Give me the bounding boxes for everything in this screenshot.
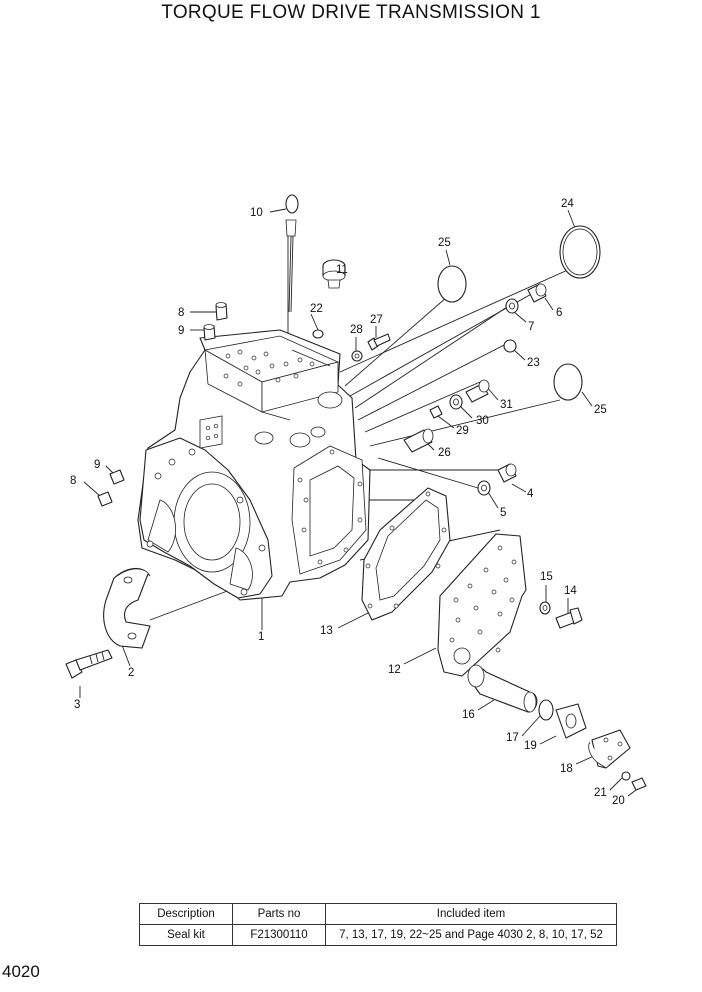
bolt-3	[65, 649, 113, 679]
callout-18: 18	[560, 763, 573, 775]
o-ring-22	[312, 329, 324, 339]
callout-9-left: 9	[94, 459, 100, 471]
callout-31: 31	[500, 399, 513, 411]
callout-5: 5	[500, 507, 506, 519]
plugs-8-9-left	[97, 469, 125, 507]
table-row: Seal kit F21300110 7, 13, 17, 19, 22~25 …	[139, 924, 617, 946]
cell-included-item: 7, 13, 17, 19, 22~25 and Page 4030 2, 8,…	[325, 924, 617, 946]
callout-16: 16	[462, 709, 475, 721]
o-ring-25-right	[553, 363, 583, 401]
plug-29	[429, 405, 443, 419]
callout-26: 26	[438, 447, 451, 459]
page-title: TORQUE FLOW DRIVE TRANSMISSION 1	[161, 2, 541, 23]
header-parts-no: Parts no	[232, 903, 326, 925]
o-ring-23	[503, 339, 517, 353]
washer-7	[505, 298, 519, 314]
callout-labels: 1 2 3 4 5 6 7 8 8 9 9 10 11 12 13 14 15 …	[70, 198, 625, 807]
callout-27: 27	[370, 314, 383, 326]
header-description: Description	[139, 903, 233, 925]
callout-4: 4	[527, 488, 534, 500]
callout-17: 17	[506, 732, 519, 744]
callout-25-right: 25	[594, 404, 607, 416]
dipstick-10	[285, 194, 299, 313]
callout-11: 11	[336, 264, 348, 276]
tube-26	[403, 428, 434, 453]
callout-2: 2	[128, 667, 134, 679]
callout-30: 30	[476, 415, 489, 427]
gasket-19	[555, 703, 587, 739]
callout-15: 15	[540, 571, 553, 583]
table-header-row: Description Parts no Included item	[139, 903, 617, 925]
fitting-31	[465, 379, 490, 403]
cover-plate-12	[437, 533, 527, 677]
callout-25-top: 25	[438, 237, 451, 249]
washer-15	[539, 601, 551, 615]
plug-4	[497, 463, 517, 483]
callout-1: 1	[258, 631, 264, 643]
cell-parts-no: F21300110	[232, 924, 326, 946]
bolt-20	[631, 777, 647, 791]
callout-29: 29	[456, 425, 469, 437]
gasket-13	[361, 487, 451, 621]
callout-19: 19	[524, 740, 537, 752]
callout-23: 23	[527, 357, 540, 369]
washer-5	[477, 480, 491, 496]
callout-6: 6	[556, 307, 562, 319]
plate-holes	[223, 349, 315, 387]
callout-8-left: 8	[70, 475, 76, 487]
callout-10: 10	[250, 207, 263, 219]
plug-6	[527, 283, 547, 303]
callout-21: 21	[594, 787, 607, 799]
callout-12: 12	[388, 664, 401, 676]
mounting-cap	[103, 567, 151, 649]
o-ring-25-top	[437, 265, 467, 303]
callout-22: 22	[310, 303, 323, 315]
washer-28	[351, 350, 363, 362]
sleeve-16	[467, 664, 538, 713]
header-included-item: Included item	[325, 903, 617, 925]
plugs-8-9-top	[203, 302, 228, 341]
seal-kit-table: Description Parts no Included item Seal …	[139, 903, 617, 946]
page-number: 4020	[2, 962, 40, 981]
callout-28: 28	[350, 324, 363, 336]
plug-11	[322, 259, 346, 289]
callout-24: 24	[561, 198, 574, 210]
callout-20: 20	[612, 795, 625, 807]
callout-9-top: 9	[178, 325, 184, 337]
callout-13: 13	[320, 625, 333, 637]
callout-3: 3	[74, 699, 80, 711]
bolt-27	[367, 333, 391, 351]
cell-description: Seal kit	[139, 924, 233, 946]
bolt-14	[555, 607, 583, 629]
callout-8-top: 8	[178, 307, 184, 319]
callout-14: 14	[564, 585, 577, 597]
washer-30	[449, 394, 463, 410]
washer-21	[621, 771, 631, 781]
o-ring-17	[538, 699, 554, 721]
cover-18	[588, 729, 631, 769]
callout-7: 7	[528, 321, 534, 333]
transmission-housing	[137, 329, 371, 601]
